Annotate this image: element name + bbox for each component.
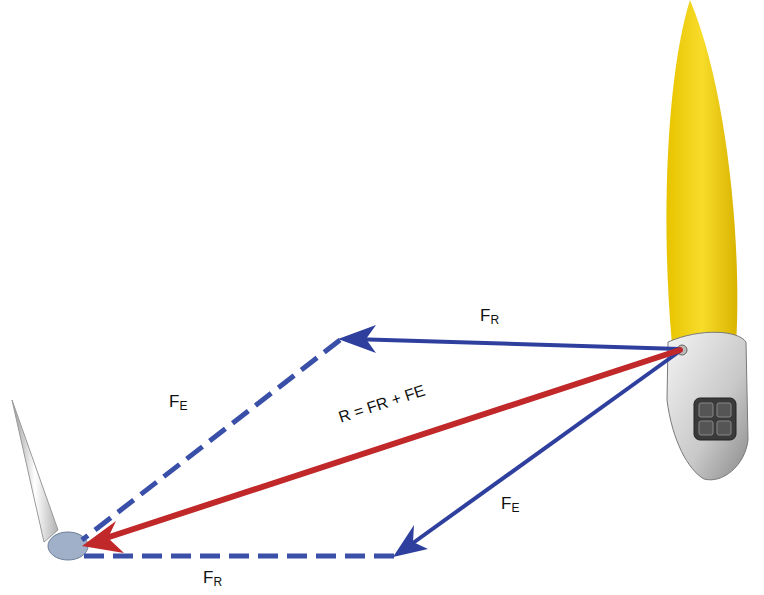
fr-vector xyxy=(352,339,680,349)
force-label: FE xyxy=(169,393,187,415)
force-label: FR xyxy=(203,569,222,591)
mini-implant xyxy=(12,400,58,542)
fe-vector xyxy=(406,351,680,548)
bracket-wing xyxy=(699,403,713,417)
dashed-fr xyxy=(84,554,396,559)
bracket-wing xyxy=(699,421,713,435)
arrowhead xyxy=(338,325,376,353)
bracket-wing xyxy=(717,403,731,417)
tooth-crown xyxy=(666,0,737,345)
bracket-wing xyxy=(717,421,731,435)
force-label: FR xyxy=(480,307,499,329)
dashed-fe xyxy=(82,340,340,540)
resultant-vector xyxy=(100,350,680,540)
tooth-base xyxy=(667,332,748,480)
arrowhead xyxy=(82,521,124,553)
equation-label: R = FR + FE xyxy=(336,381,428,428)
bracket xyxy=(694,398,736,440)
force-label: FE xyxy=(501,495,519,517)
arrowhead xyxy=(393,525,428,557)
